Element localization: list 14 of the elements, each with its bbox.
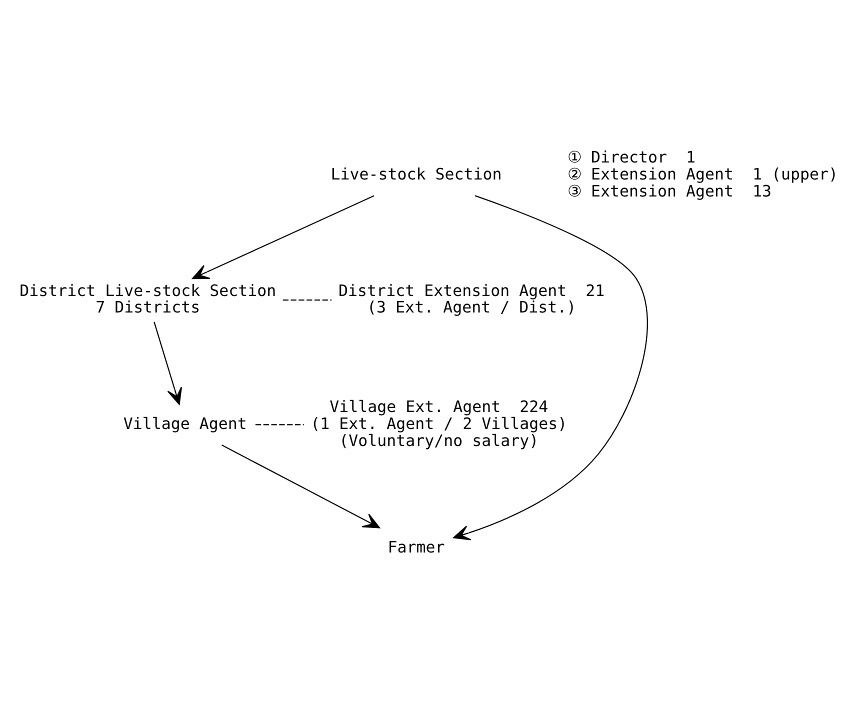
label: ① Director 1 (567, 147, 696, 166)
connector (282, 298, 332, 300)
node-text: Farmer (388, 536, 445, 556)
label: ② Extension Agent 1 (upper) (567, 164, 838, 184)
arrow (192, 194, 374, 279)
connector (255, 424, 304, 425)
node-text: Village Agent (123, 413, 247, 432)
node-text: District Live-stock Section 7 Districts (20, 280, 276, 316)
node-text: District Extension Agent 21 (3 Ext. Agent / Dist.) (338, 280, 605, 316)
node-text: Village Ext. Agent 224 (1 Ext. Agent / 2 Villages) (Voluntary/no salary) (310, 396, 568, 450)
node-text: Live-stock Section (330, 164, 502, 184)
arrow (221, 444, 380, 528)
arrow (154, 321, 182, 404)
arrow (453, 194, 648, 540)
